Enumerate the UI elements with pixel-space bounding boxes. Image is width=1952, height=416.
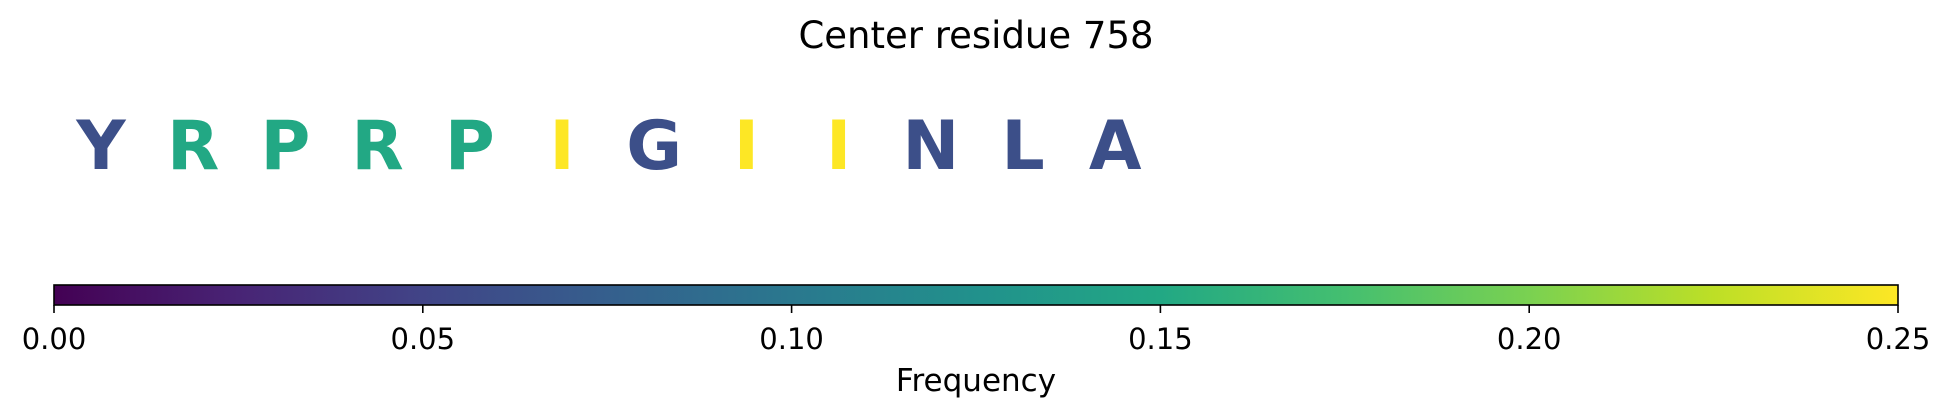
residue-letter: P	[260, 107, 310, 186]
colorbar-tick-label: 0.15	[1128, 322, 1193, 356]
residue-letter: N	[902, 107, 959, 186]
residue-letter: L	[1001, 107, 1044, 186]
residue-letter: R	[351, 107, 403, 186]
colorbar-axis-label: Frequency	[896, 363, 1056, 399]
colorbar-tick-label: 0.25	[1866, 322, 1931, 356]
colorbar-tick-label: 0.05	[391, 322, 456, 356]
residue-letter: G	[626, 107, 682, 186]
chart-title: Center residue 758	[798, 14, 1153, 57]
colorbar-gradient	[54, 285, 1898, 305]
residue-letter: I	[826, 107, 851, 186]
colorbar-tick-label: 0.20	[1497, 322, 1562, 356]
residue-letter: R	[167, 107, 219, 186]
residue-letter: I	[734, 107, 759, 186]
residue-letter: P	[445, 107, 495, 186]
colorbar-tick-label: 0.10	[759, 322, 824, 356]
residue-letter: I	[549, 107, 574, 186]
colorbar-frame	[53, 284, 1899, 306]
residue-letter: A	[1089, 107, 1142, 186]
colorbar-ticks: 0.00 0.05 0.10 0.15 0.20 0.25	[22, 305, 1931, 356]
colorbar: 0.00 0.05 0.10 0.15 0.20 0.25	[22, 284, 1931, 356]
residue-letter: Y	[75, 107, 126, 186]
colorbar-tick-label: 0.00	[22, 322, 87, 356]
